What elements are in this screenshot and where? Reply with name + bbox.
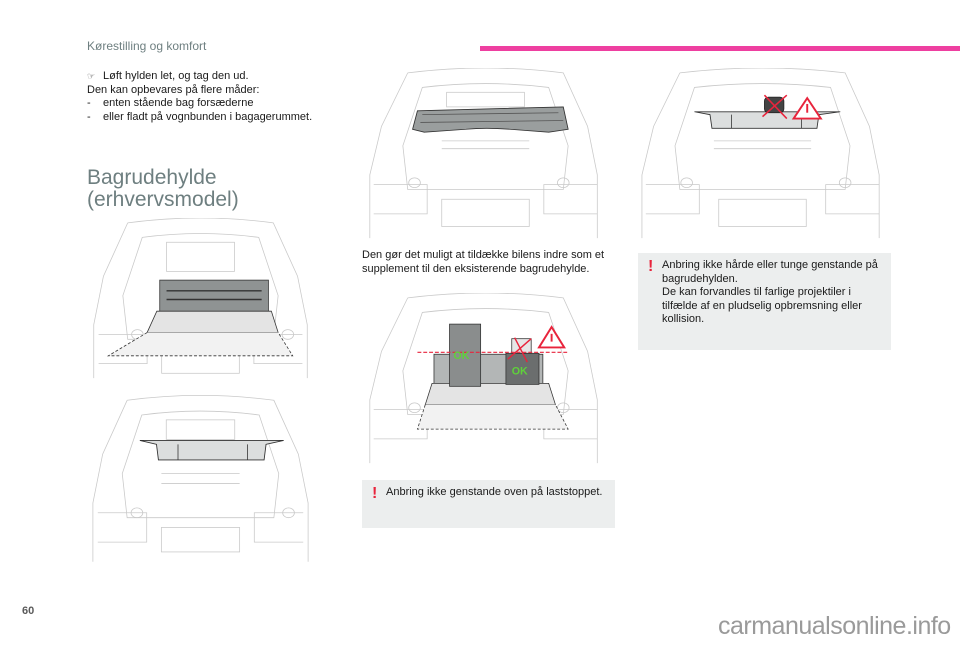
storage-option: -enten stående bag forsæderne bbox=[87, 97, 254, 109]
pointing-hand-icon: ☞ bbox=[87, 71, 96, 81]
section-accent-bar bbox=[480, 46, 960, 51]
car-outline bbox=[369, 68, 598, 239]
trunk-floor bbox=[146, 310, 279, 333]
cross-mark bbox=[761, 94, 788, 120]
illustration-shelf-flat bbox=[92, 395, 309, 562]
warning-box: ! Anbring ikke hårde eller tunge genstan… bbox=[638, 253, 891, 350]
storage-intro: Den kan opbevares på flere måder: bbox=[87, 83, 260, 96]
cross-mark bbox=[507, 337, 532, 363]
page-number: 60 bbox=[22, 605, 35, 617]
ok-label: OK bbox=[453, 350, 469, 362]
warning-text: Anbring ikke genstande oven på laststopp… bbox=[386, 486, 603, 498]
warning-box: ! Anbring ikke genstande oven på laststo… bbox=[362, 480, 615, 528]
exclamation-icon: ! bbox=[648, 258, 654, 275]
trunk-floor bbox=[424, 383, 557, 406]
description-text: Den gør det muligt at tildække bilens in… bbox=[362, 249, 605, 275]
warning-text: Anbring ikke hårde eller tunge genstande… bbox=[662, 259, 878, 325]
car-outline bbox=[92, 395, 309, 562]
illustration-no-heavy-objects bbox=[641, 68, 880, 239]
storage-option: -eller fladt på vognbunden i bagagerumme… bbox=[87, 110, 313, 123]
parcel-shelf bbox=[412, 106, 569, 133]
intro-step: ☞Løft hylden let, og tag den ud. bbox=[87, 70, 249, 82]
illustration-shelf-installed bbox=[369, 68, 598, 239]
tall-box bbox=[449, 323, 482, 387]
exclamation-icon: ! bbox=[372, 485, 378, 502]
page-heading: Bagrudehylde (erhvervsmodel) bbox=[87, 166, 239, 211]
short-box bbox=[505, 352, 540, 385]
parcel-shelf bbox=[139, 439, 284, 461]
illustration-shelf-standing bbox=[93, 218, 308, 379]
watermark: carmanualsonline.info bbox=[718, 612, 951, 640]
ok-label: OK bbox=[512, 366, 528, 378]
illustration-load-ok: OK OK bbox=[369, 293, 598, 464]
section-title: Kørestilling og komfort bbox=[87, 39, 207, 53]
car-outline bbox=[641, 68, 880, 239]
intro-text: ☞Løft hylden let, og tag den ud. Den kan… bbox=[87, 70, 357, 124]
